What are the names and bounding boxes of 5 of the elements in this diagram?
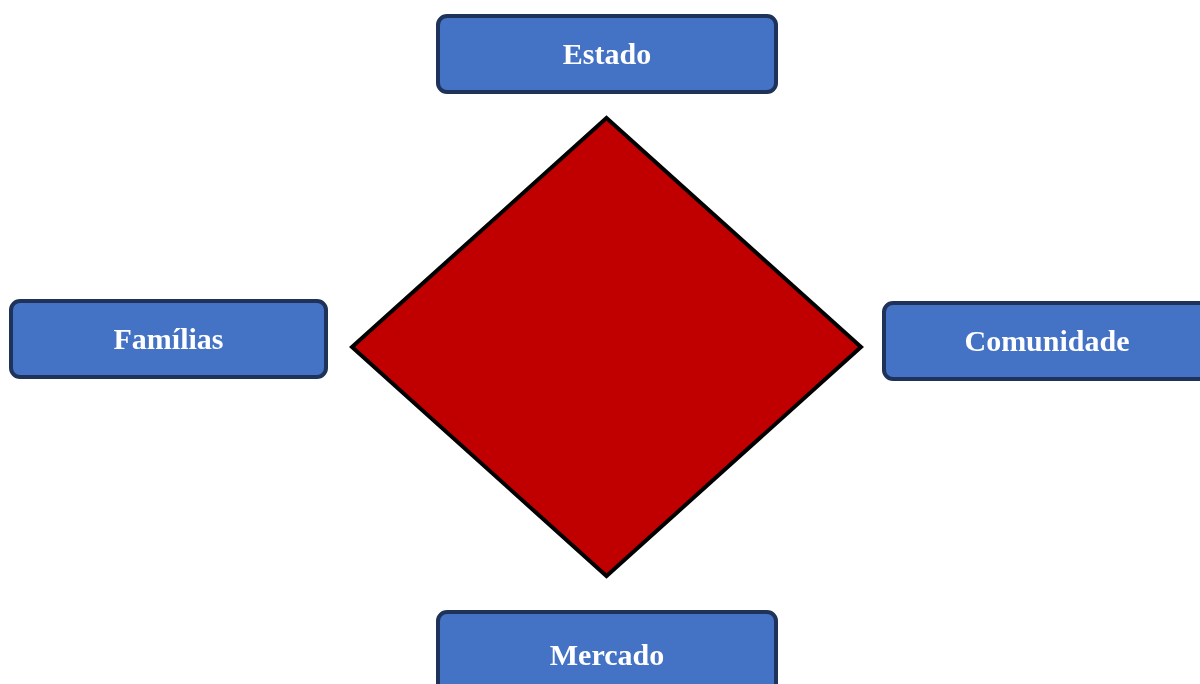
diamond-shape [352,118,861,576]
process-box: Mercado [436,610,778,684]
process-box: Famílias [9,299,328,379]
process-box: Estado [436,14,778,94]
process-box: Comunidade [882,301,1200,381]
